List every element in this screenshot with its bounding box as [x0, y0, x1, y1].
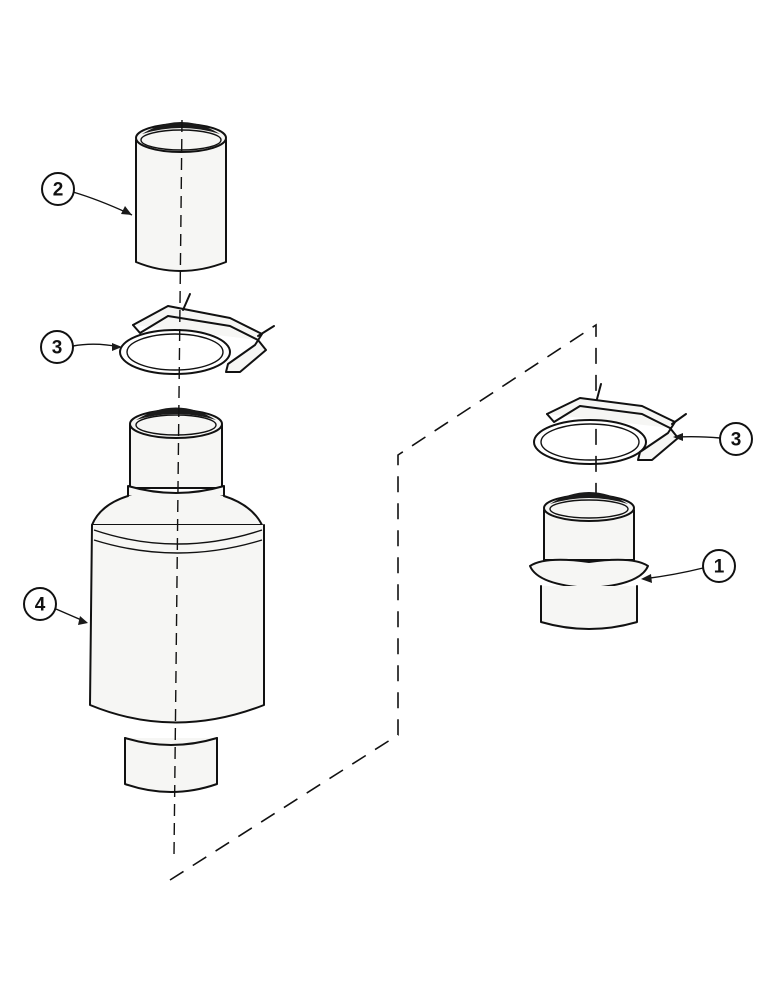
part-1-adapter — [529, 492, 649, 630]
arrow-2 — [121, 206, 132, 215]
centerline-left — [173, 119, 183, 856]
callout-1-label: 1 — [714, 557, 725, 578]
arrow-1 — [641, 574, 652, 583]
callout-2: 2 — [41, 172, 75, 206]
leader-1 — [642, 567, 704, 580]
callout-3-right: 3 — [719, 422, 753, 456]
callout-3-left-label: 3 — [52, 338, 63, 359]
part-3-clamp-upper — [119, 293, 275, 375]
callout-1: 1 — [702, 549, 736, 583]
callout-4-label: 4 — [35, 595, 46, 616]
arrow-4 — [78, 616, 88, 625]
arrow-3a — [112, 343, 122, 351]
callout-4: 4 — [23, 587, 57, 621]
callout-3-right-label: 3 — [731, 430, 742, 451]
callout-3-left: 3 — [40, 330, 74, 364]
callout-2-label: 2 — [53, 180, 64, 201]
arrow-3b — [673, 433, 683, 441]
part-3-clamp-right — [533, 383, 687, 465]
